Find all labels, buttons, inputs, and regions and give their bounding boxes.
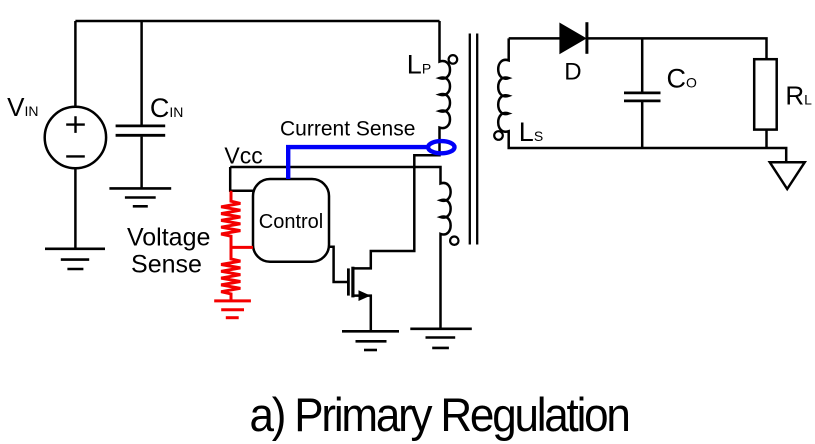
svg-text:a) Primary Regulation: a) Primary Regulation (250, 388, 629, 441)
svg-text:VIN: VIN (7, 92, 38, 122)
svg-text:CO: CO (667, 64, 698, 94)
svg-text:Voltage: Voltage (127, 223, 210, 251)
svg-text:CIN: CIN (150, 93, 184, 123)
svg-text:Control: Control (259, 211, 323, 233)
svg-text:LP: LP (407, 50, 431, 80)
svg-text:RL: RL (785, 81, 812, 111)
svg-text:LS: LS (519, 117, 543, 147)
svg-text:D: D (564, 58, 581, 85)
svg-text:Current Sense: Current Sense (280, 117, 415, 140)
svg-text:Vcc: Vcc (224, 143, 262, 169)
svg-text:Sense: Sense (131, 251, 202, 279)
